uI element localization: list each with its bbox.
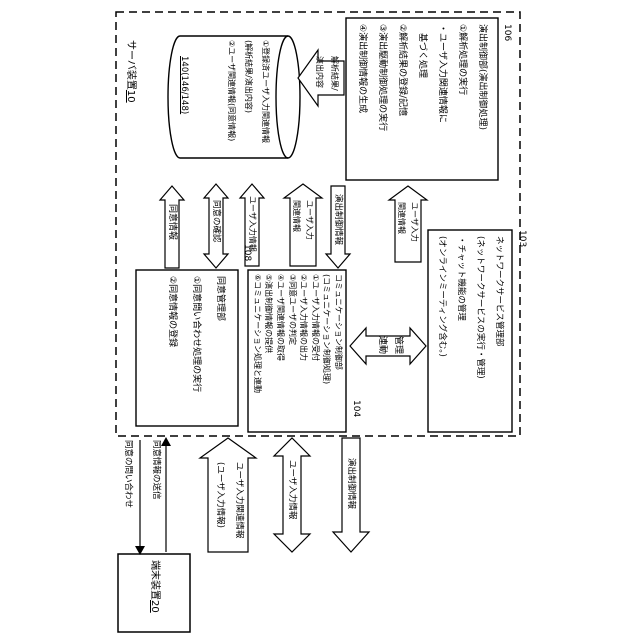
terminal-ref: 20 (149, 600, 160, 613)
effect-control-box (345, 17, 499, 181)
database-ref-label: 140(146/148) (179, 56, 189, 115)
user-input-related-label-2: ユーザ入力 関連情報 (397, 202, 419, 242)
effect-control-down-arrow (331, 437, 371, 553)
consent-send-arrowhead (161, 437, 171, 446)
network-service-box (427, 229, 513, 433)
network-box-content: ネットワークサービス管理部 (ネットワークサービスの実行・管理) ・チャット機能… (437, 236, 504, 379)
consent-check-arrow (202, 183, 230, 269)
user-input-both-arrow (272, 437, 312, 553)
manage-link-arrow (349, 326, 427, 366)
user-input-up-arrow (198, 437, 258, 553)
consent-management-box (135, 269, 239, 427)
server-ref: 10 (125, 89, 136, 103)
database-line: ①登録済ユーザ入力関連情報 (261, 40, 270, 144)
consent-send-label: 同意情報の送信 (151, 440, 161, 500)
ref-103: 103 (517, 230, 527, 248)
manage-link-label: 管理 連動 (377, 336, 403, 355)
analysis-result-label: 解析結果/ 演出内容 (315, 56, 339, 91)
consent-box-content: 同意管理部 ①同意問い合わせ処理の実行 ②同意情報の登録 (167, 276, 225, 393)
terminal-device-box (117, 553, 191, 633)
user-input-up-label: ユーザ入力関連情報 (ユーザ入力情報) (215, 462, 244, 539)
user-input-related-label: ユーザ入力 関連情報 (292, 200, 314, 240)
user-input-related-arrow-2 (387, 185, 429, 263)
consent-info-label: 同意情報 (167, 204, 177, 241)
consent-check-label: 同意の確認 (211, 200, 221, 243)
effect-control-info-label: 演出制御情報 (333, 194, 343, 246)
database-cylinder-cap (275, 35, 289, 159)
user-input-info-arrow (238, 183, 266, 267)
server-device-outline (115, 11, 521, 437)
ref-108: 108 (242, 244, 252, 262)
terminal-device-label: 端末装置20 (146, 560, 162, 628)
server-device-label: サーバ装置10 (122, 40, 138, 114)
consent-inquiry-arrowhead (135, 546, 145, 555)
database-line: ②ユーザ関連情報(同意情報) (227, 40, 236, 142)
effect-control-down-label: 演出制御情報 (346, 458, 356, 510)
consent-inquiry-label: 同意の問い合わせ (123, 440, 133, 509)
user-input-related-arrow (282, 183, 324, 267)
communication-control-box (247, 269, 347, 433)
ref-104: 104 (351, 400, 361, 418)
communication-box-content: コミュニケーション制御部 (コミュニケーション制御処理) ①ユーザ入力情報の受付… (252, 274, 343, 394)
consent-info-arrow (158, 185, 186, 269)
user-input-both-label: ユーザ入力情報 (287, 460, 297, 520)
ref-106: 106 (502, 24, 512, 42)
analysis-result-arrow (297, 48, 345, 108)
terminal-name: 端末装置 (149, 560, 160, 600)
effect-control-box-content: 演出制御部(演出制御処理) ①解析処理の実行 ・ユーザ入力関連情報に 基づく処理… (357, 24, 487, 132)
server-name: サーバ装置 (125, 40, 136, 90)
database-content: ①登録済ユーザ入力関連情報 (解析結果/演出内容) ②ユーザ関連情報(同意情報) (222, 40, 274, 154)
database-line: (解析結果/演出内容) (244, 40, 253, 113)
effect-control-info-arrow (324, 185, 352, 269)
